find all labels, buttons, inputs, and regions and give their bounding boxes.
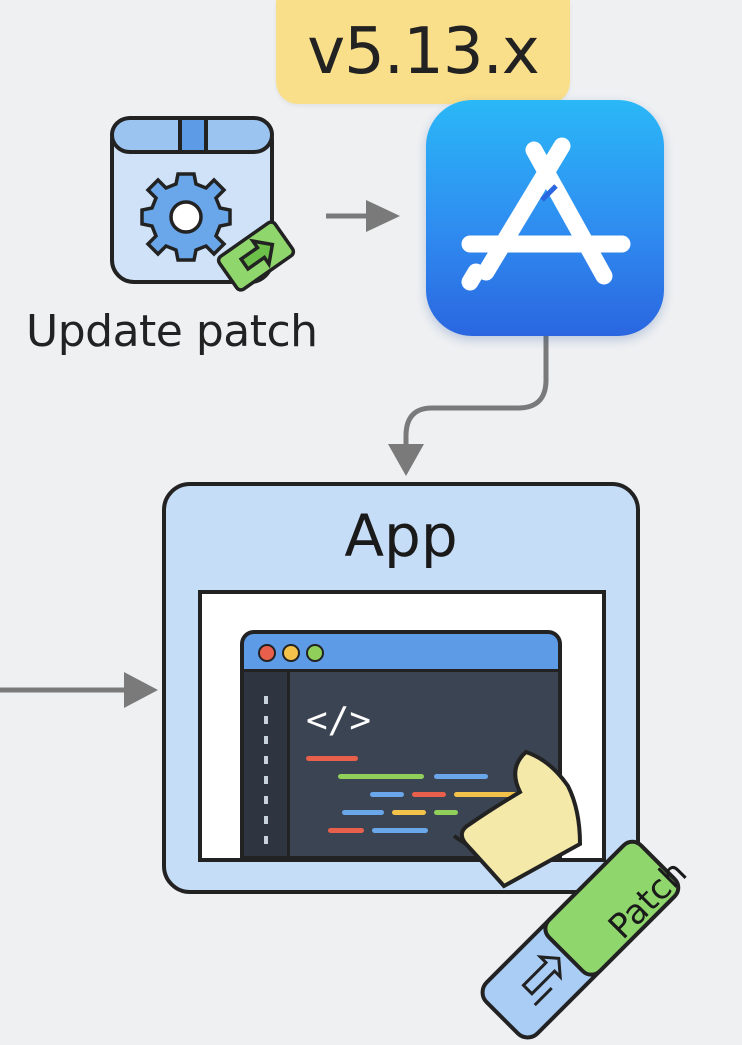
code-line (372, 828, 428, 833)
code-line (454, 792, 524, 797)
arrow-store-to-app (403, 336, 549, 446)
code-line (412, 792, 446, 797)
code-gutter (244, 672, 290, 856)
arrow-from-left-head (124, 672, 158, 708)
code-line (342, 810, 384, 815)
update-patch-label: Update patch (26, 306, 318, 357)
code-line (370, 792, 404, 797)
app-store-icon (461, 137, 631, 291)
code-line (338, 774, 424, 779)
package-gear-icon (110, 116, 296, 292)
arrow-to-app-store-head (366, 200, 400, 232)
code-line (328, 828, 364, 833)
close-dot-icon (258, 644, 276, 662)
patch-bandage-icon (452, 749, 681, 1040)
code-titlebar (244, 634, 558, 672)
app-title: App (344, 502, 458, 570)
app-store-tile (426, 100, 664, 336)
code-line (392, 810, 426, 815)
code-line (434, 774, 488, 779)
zoom-dot-icon (306, 644, 324, 662)
minimize-dot-icon (282, 644, 300, 662)
code-line (306, 756, 358, 761)
code-editor-window: </> (240, 630, 562, 860)
code-tag-icon: </> (306, 700, 372, 741)
version-label: v5.13.x (307, 15, 540, 89)
code-line (434, 810, 458, 815)
version-badge: v5.13.x (276, 0, 570, 104)
arrow-store-to-app-head (388, 444, 424, 476)
